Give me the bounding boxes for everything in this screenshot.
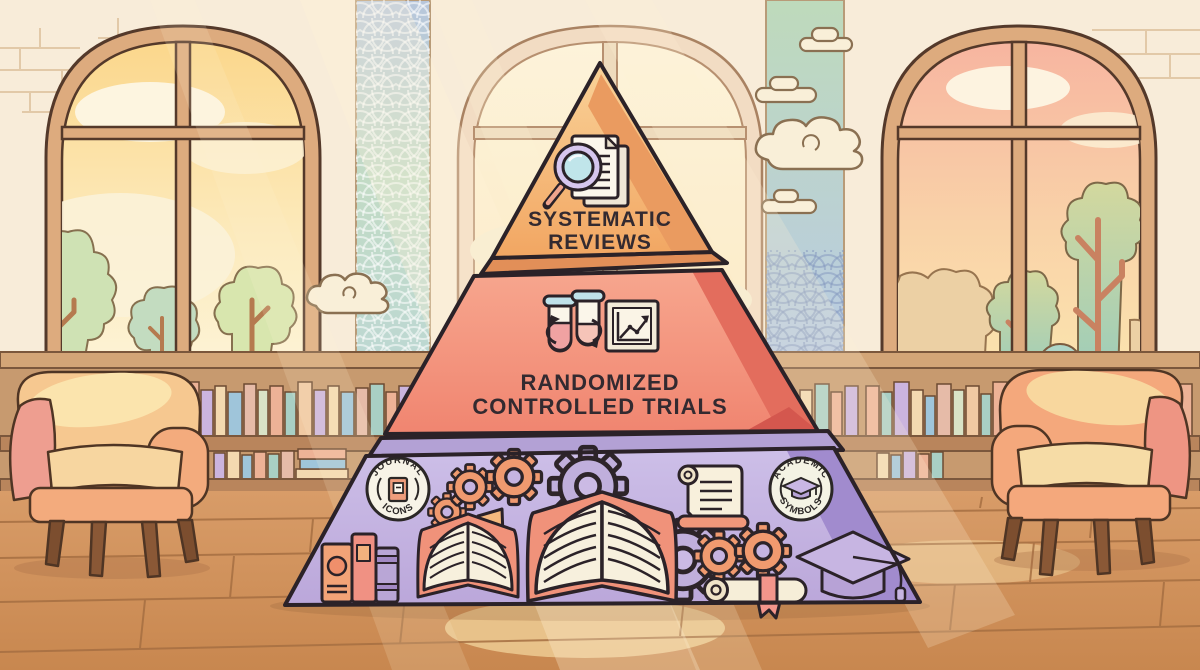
cloud-icon (305, 116, 864, 315)
light-pool (850, 540, 1080, 584)
armchair-left (8, 370, 210, 579)
badge-journal-bottom-label: ICONS (380, 501, 415, 517)
open-book-large-icon (525, 490, 679, 603)
evidence-pyramid: JOURNAL ICONS ACADEMIC SYMBOLS (283, 61, 922, 620)
gear-icon (484, 447, 544, 507)
test-tubes-crossover-icon (542, 289, 606, 353)
svg-text:ICONS: ICONS (380, 501, 416, 517)
open-book-bookmark-icon (416, 507, 520, 599)
pyramid-tier2-rct: RANDOMIZED CONTROLLED TRIALS (383, 268, 820, 436)
tier2-label-line1: RANDOMIZED (520, 370, 679, 395)
standing-books-icon (320, 532, 400, 604)
light-pool (445, 598, 725, 658)
pyramid-tier3-foundation: JOURNAL ICONS ACADEMIC SYMBOLS (283, 429, 922, 620)
pyramid-tier1-systematic-reviews: SYSTEMATIC REVIEWS (479, 61, 729, 276)
tier2-label-line2: CONTROLLED TRIALS (472, 394, 727, 419)
window-right (880, 24, 1158, 376)
tier1-label-line1: SYSTEMATIC (528, 208, 672, 231)
magnifier-documents-icon (542, 134, 630, 210)
scroll-icon (676, 464, 750, 531)
journal-book-icon (387, 476, 409, 503)
cloud-bar-icon (754, 26, 854, 215)
gear-icon (733, 521, 793, 581)
badge-graduation-cap-icon (780, 476, 822, 500)
brick-lines-right (1092, 29, 1200, 79)
growth-chart-icon (604, 299, 660, 353)
journal-icons-badge: JOURNAL ICONS (365, 455, 431, 522)
diploma-icon (703, 573, 808, 620)
armchair-right (990, 368, 1192, 577)
wall-strip-right (765, 0, 845, 355)
window-left (44, 24, 322, 376)
tier1-label-line2: REVIEWS (548, 231, 652, 254)
